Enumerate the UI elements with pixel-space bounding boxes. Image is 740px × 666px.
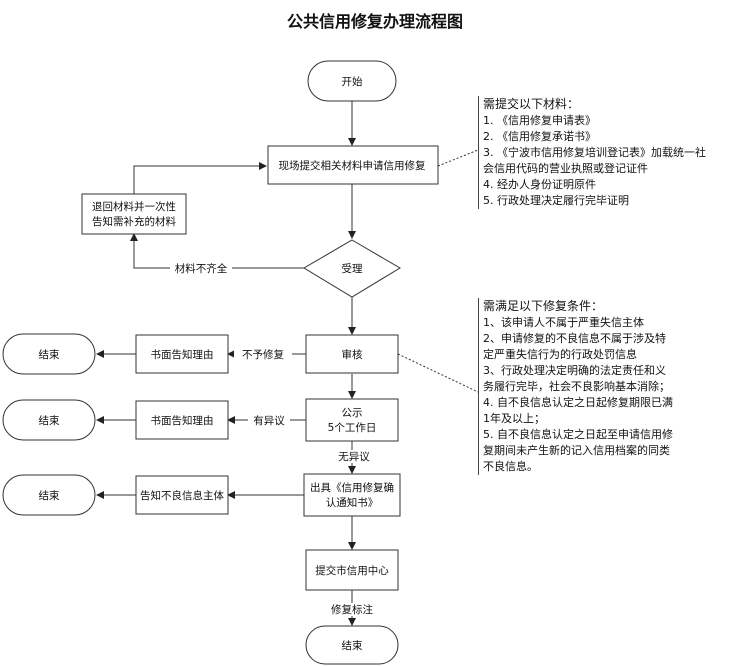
end3-node — [2, 474, 96, 516]
conditions-note-line: 2、申请修复的不良信息不属于涉及特 — [483, 332, 666, 345]
start-node — [307, 60, 397, 102]
apply-label: 现场提交相关材料申请信用修复 — [279, 159, 426, 172]
materials-note-line: 3. 《宁波市信用修复培训登记表》加载统一社 — [483, 146, 706, 159]
materials-note-line: 5. 行政处理决定履行完毕证明 — [483, 194, 629, 207]
conditions-note-line: 3、行政处理决定明确的法定责任和义 — [483, 364, 666, 377]
conditions-note-line: 复期间未产生新的记入信用档案的同类 — [483, 444, 670, 457]
submit-label: 提交市信用中心 — [315, 564, 389, 577]
end2-node — [2, 399, 96, 441]
conditions-note-line: 1年及以上； — [483, 412, 545, 425]
edge-label-reject: 不予修复 — [242, 348, 284, 361]
conditions-note-line: 务履行完毕，社会不良影响基本消除； — [483, 380, 670, 393]
leader-materials — [437, 149, 479, 167]
reason2-node — [135, 400, 229, 440]
node-labels: 开始 现场提交相关材料申请信用修复 退回材料并一次性 告知需补充的材料 受理 审… — [39, 75, 426, 652]
publicity-node — [305, 398, 399, 442]
end3-label: 结束 — [39, 489, 60, 502]
review-node — [305, 334, 399, 374]
end1-node — [2, 333, 96, 375]
apply-node — [267, 145, 439, 185]
return-label-line1: 退回材料并一次性 — [92, 200, 176, 213]
accept-node — [303, 239, 401, 298]
edge-label-no-objection: 无异议 — [338, 451, 370, 463]
reason1-label: 书面告知理由 — [151, 348, 214, 361]
conditions-note-line: 4. 自不良信息认定之日起修复期限已满 — [483, 396, 673, 409]
end1-label: 结束 — [39, 348, 60, 361]
notice-label-line1: 出具《信用修复确 — [310, 481, 394, 494]
materials-note-line: 4. 经办人身份证明原件 — [483, 178, 596, 191]
publicity-label-line2: 5个工作日 — [328, 422, 377, 434]
materials-note-line: 2. 《信用修复承诺书》 — [483, 130, 596, 143]
reason2-label: 书面告知理由 — [151, 414, 214, 427]
materials-note-header: 需提交以下材料： — [483, 97, 580, 111]
edge-labels: 材料不齐全 不予修复 有异议 无异议 修复标注 — [170, 262, 378, 616]
conditions-note-line: 定严重失信行为的行政处罚信息 — [483, 348, 637, 361]
materials-note-line: 1. 《信用修复申请表》 — [483, 114, 596, 127]
publicity-label-line1: 公示 — [342, 407, 363, 419]
conditions-note-header: 需满足以下修复条件： — [483, 299, 604, 313]
inform-label: 告知不良信息主体 — [140, 489, 224, 502]
edge-return-apply — [133, 162, 267, 194]
materials-note-line: 会信用代码的营业执照或登记证件 — [483, 162, 648, 175]
start-label: 开始 — [342, 75, 363, 88]
return-label-line2: 告知需补充的材料 — [92, 215, 176, 228]
edge-label-objection: 有异议 — [253, 414, 285, 427]
materials-note: 需提交以下材料： 1. 《信用修复申请表》 2. 《信用修复承诺书》 3. 《宁… — [478, 96, 733, 209]
end2-label: 结束 — [39, 414, 60, 427]
return-node — [81, 193, 187, 235]
notice-node — [303, 473, 401, 517]
inform-node — [135, 475, 229, 515]
conditions-note-line: 5. 自不良信息认定之日起至申请信用修 — [483, 428, 673, 441]
conditions-note-line: 1、该申请人不属于严重失信主体 — [483, 316, 644, 329]
review-label: 审核 — [342, 348, 363, 361]
end4-label: 结束 — [342, 639, 363, 652]
accept-label: 受理 — [342, 263, 363, 275]
page-title: 公共信用修复办理流程图 — [286, 12, 463, 31]
conditions-note: 需满足以下修复条件： 1、该申请人不属于严重失信主体 2、申请修复的不良信息不属… — [478, 298, 733, 475]
edge-label-repair: 修复标注 — [331, 603, 373, 616]
notice-label-line2: 认通知书》 — [326, 496, 379, 509]
leader-conditions — [397, 353, 479, 393]
conditions-note-line: 不良信息。 — [483, 460, 538, 473]
reason1-node — [135, 334, 229, 374]
edge-label-incomplete: 材料不齐全 — [175, 262, 228, 275]
submit-node — [305, 549, 399, 591]
end4-node — [305, 625, 399, 665]
edge-accept-return — [130, 233, 304, 269]
